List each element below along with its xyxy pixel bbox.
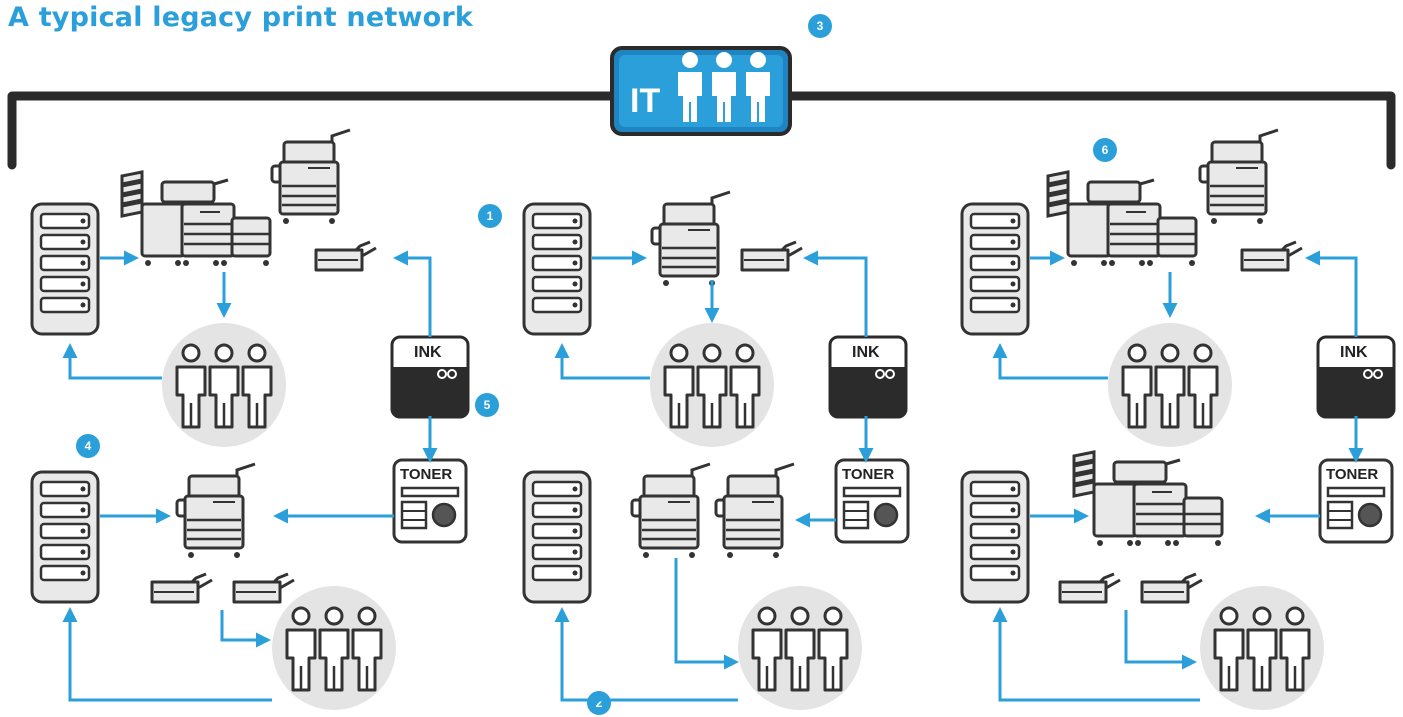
middle-cluster: INK TONER [522,190,910,710]
svg-text:4: 4 [85,439,92,453]
ink-label: INK [414,344,442,361]
toner-label: TONER [400,466,452,483]
user-group-icon [650,323,774,447]
desktop-printer-icon [314,240,378,272]
server-icon [30,202,100,336]
page-title: A typical legacy print network [8,2,474,33]
ink-label: INK [1340,344,1368,361]
copier-icon [270,128,352,226]
desktop-printer-icon [1058,572,1122,604]
production-printer-icon [1046,170,1198,268]
desktop-printer-icon [232,572,296,604]
production-printer-icon [120,170,272,268]
ink-label: INK [852,344,880,361]
production-printer-icon [1072,450,1224,548]
server-icon [522,202,592,336]
toner-label: TONER [1326,466,1378,483]
left-cluster: INK TONER [30,128,470,710]
desktop-printer-icon [150,572,214,604]
badge-5: 5 [475,393,499,417]
user-group-icon [272,586,396,710]
server-icon [30,470,100,604]
toner-label: TONER [842,466,894,483]
svg-text:1: 1 [487,209,494,223]
flow-arrows [554,250,874,702]
it-department-box: IT [610,46,792,136]
copier-icon [175,462,257,560]
user-group-icon [162,323,286,447]
user-group-icon [1200,586,1324,710]
svg-text:6: 6 [1102,143,1109,157]
user-group-icon [1108,323,1232,447]
server-icon [960,470,1030,604]
copier-icon [650,190,732,288]
copier-icon [714,462,796,560]
badge-6: 6 [1093,138,1117,162]
desktop-printer-icon [740,240,804,272]
flow-arrows [62,250,438,702]
server-icon [522,470,592,604]
right-cluster: INK TONER [960,128,1396,710]
svg-text:5: 5 [484,398,491,412]
badge-4: 4 [76,434,100,458]
desktop-printer-icon [1140,572,1204,604]
desktop-printer-icon [1240,240,1304,272]
user-group-icon [738,586,862,710]
svg-text:3: 3 [817,19,824,33]
copier-icon [630,462,712,560]
badge-2: 2 [587,691,611,715]
server-icon [960,202,1030,336]
it-label: IT [630,82,660,120]
copier-icon [1198,128,1280,226]
svg-text:2: 2 [596,696,603,710]
badge-1: 1 [478,204,502,228]
flow-arrows [992,250,1364,702]
badge-3: 3 [808,14,832,38]
